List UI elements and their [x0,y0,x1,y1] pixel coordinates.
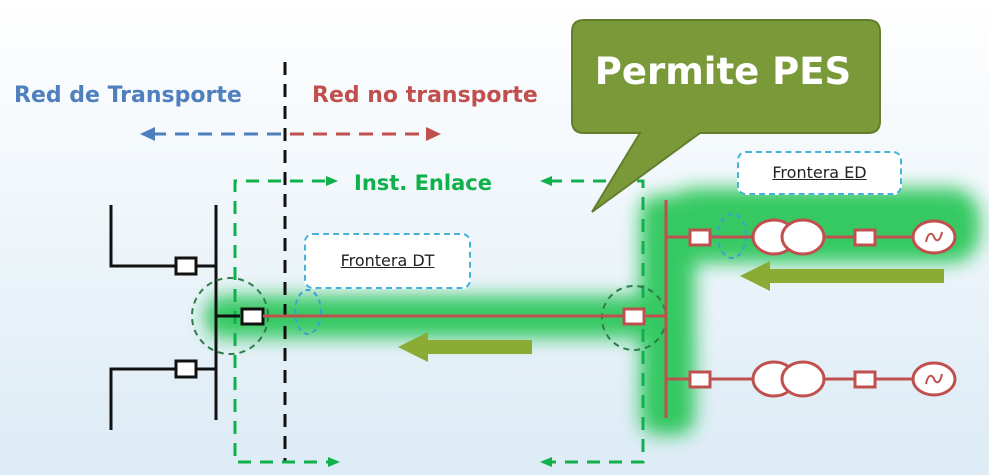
breaker-icon [853,228,877,247]
frontera-dt-box: Frontera DT [304,233,471,289]
inst-enlace-frame [233,179,645,464]
breaker-icon [853,370,877,389]
flow-arrow-icon [398,332,532,362]
red-transporte-label: Red de Transporte [14,83,242,108]
breaker-icon [174,359,198,379]
callout-label: Permite PES [594,50,852,93]
breaker-icon [622,307,646,326]
breaker-icon [240,307,265,326]
frontera-ed-box: Frontera ED [737,151,902,195]
flow-arrow-icon [740,261,944,291]
feeder-lower [666,360,957,398]
frontera-dt-point [294,289,322,335]
callout-shape [571,19,881,213]
red-no-transporte-label: Red no transporte [312,83,538,108]
breaker-icon [174,256,198,276]
inst-enlace-label: Inst. Enlace [354,171,492,195]
transport-arrow [140,127,441,141]
feeder-upper [666,218,957,256]
